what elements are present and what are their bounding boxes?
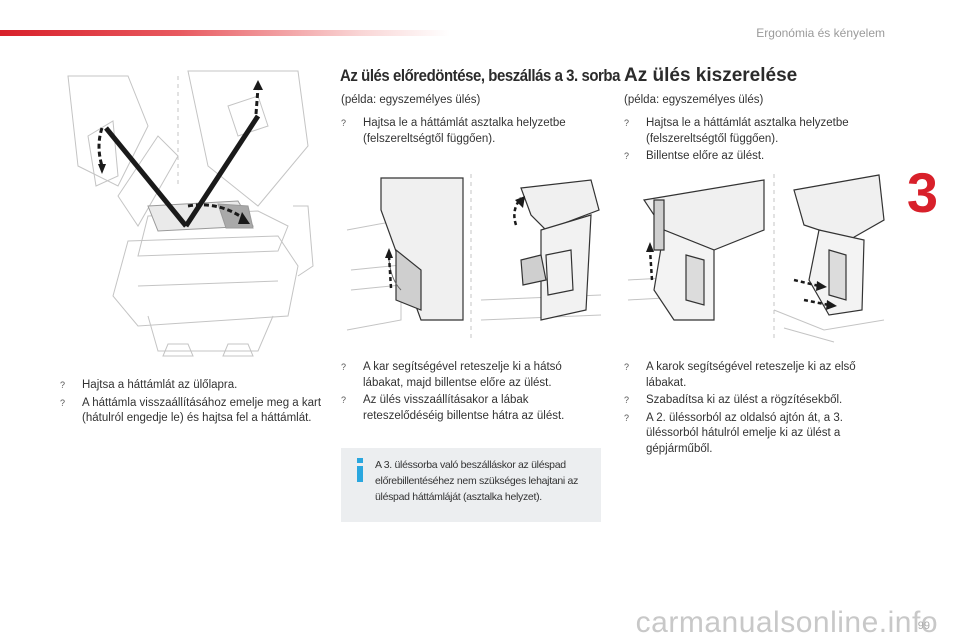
step-text: Billentse előre az ülést. xyxy=(646,150,765,162)
seat-removal-illustration xyxy=(624,170,886,346)
step-text: Szabadítsa ki az ülést a rögzítésekből. xyxy=(646,394,843,406)
step-text: A kar segítségével reteszelje ki a hátsó… xyxy=(363,361,562,389)
right-steps-top: ? Hajtsa le a háttámlát asztalka helyzet… xyxy=(624,116,886,167)
list-item: ? A kar segítségével reteszelje ki a hát… xyxy=(341,360,603,391)
square-bullet-icon: ? xyxy=(60,380,66,390)
list-item: ? Szabadítsa ki az ülést a rögzítésekből… xyxy=(624,393,886,409)
list-item: ? Az ülés visszaállításakor a lábak rete… xyxy=(341,393,603,424)
chapter-color-bar xyxy=(0,30,450,36)
step-text: A háttámla visszaállításához emelje meg … xyxy=(82,396,322,425)
square-bullet-icon: ? xyxy=(624,362,630,372)
seat-tilt-illustration xyxy=(341,170,603,346)
step-text: A 2. üléssorból az oldalsó ajtón át, a 3… xyxy=(646,411,843,455)
step-text: Hajtsa le a háttámlát asztalka helyzetbe… xyxy=(363,117,566,145)
right-steps-bottom: ? A karok segítségével reteszelje ki az … xyxy=(624,360,886,459)
chapter-title: Ergonómia és kényelem xyxy=(756,26,885,40)
square-bullet-icon: ? xyxy=(624,412,630,423)
square-bullet-icon: ? xyxy=(341,395,347,405)
step-text: Hajtsa le a háttámlát asztalka helyzetbe… xyxy=(646,117,849,145)
middle-steps-top: ? Hajtsa le a háttámlát asztalka helyzet… xyxy=(341,116,603,149)
list-item: ? Billentse előre az ülést. xyxy=(624,149,886,165)
list-item: ? Hajtsa le a háttámlát asztalka helyzet… xyxy=(341,116,603,147)
square-bullet-icon: ? xyxy=(624,151,630,161)
list-item: ? A karok segítségével reteszelje ki az … xyxy=(624,360,886,391)
section-title-remove: Az ülés kiszerelése xyxy=(624,65,798,86)
middle-steps-bottom: ? A kar segítségével reteszelje ki a hát… xyxy=(341,360,603,426)
watermark: carmanualsonline.info xyxy=(635,606,938,639)
square-bullet-icon: ? xyxy=(341,118,347,128)
list-item: ? Hajtsa le a háttámlát asztalka helyzet… xyxy=(624,116,886,147)
example-note: (példa: egyszemélyes ülés) xyxy=(341,94,481,106)
info-icon xyxy=(357,458,363,482)
section-title-tilt: Az ülés előredöntése, beszállás a 3. sor… xyxy=(340,66,621,85)
page-number: 99 xyxy=(917,620,930,632)
info-box: A 3. üléssorba való beszálláskor az ülés… xyxy=(341,448,601,522)
chapter-number: 3 xyxy=(906,161,938,224)
square-bullet-icon: ? xyxy=(341,362,347,372)
list-item: ? Hajtsa a háttámlát az ülőlapra. xyxy=(60,378,328,394)
list-item: ? A 2. üléssorból az oldalsó ajtón át, a… xyxy=(624,411,886,458)
square-bullet-icon: ? xyxy=(624,118,630,128)
info-text: A 3. üléssorba való beszálláskor az ülés… xyxy=(375,459,579,503)
step-text: A karok segítségével reteszelje ki az el… xyxy=(646,361,856,389)
seat-fold-illustration xyxy=(58,66,326,366)
step-text: Az ülés visszaállításakor a lábak retesz… xyxy=(363,394,565,422)
square-bullet-icon: ? xyxy=(624,395,630,405)
square-bullet-icon: ? xyxy=(60,397,66,408)
example-note: (példa: egyszemélyes ülés) xyxy=(624,94,764,106)
list-item: ? A háttámla visszaállításához emelje me… xyxy=(60,396,328,427)
step-text: Hajtsa a háttámlát az ülőlapra. xyxy=(82,379,238,391)
left-steps: ? Hajtsa a háttámlát az ülőlapra. ? A há… xyxy=(60,378,328,429)
